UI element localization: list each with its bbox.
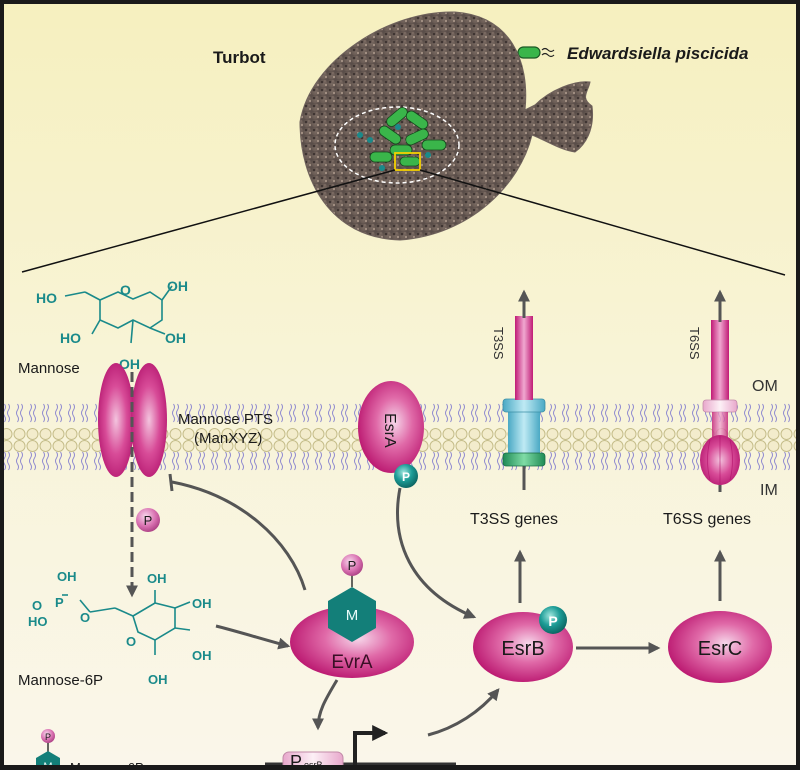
m6p-oh-4: OH [148,672,168,687]
esrc-protein [668,611,772,683]
bacteria-cluster [357,107,447,171]
m6p-ho: HO [28,614,48,629]
transcription-start-arrow [353,725,389,765]
m6p-oh-3: OH [192,648,212,663]
t3ss-genes-label: T3SS genes [470,511,558,528]
evra-protein [290,554,414,678]
t3ss-label: T3SS [491,327,506,360]
legend-phospho-label: P [45,732,51,742]
esrb-label: EsrB [501,638,544,660]
m6p-o-double: O [32,598,42,613]
turbot-label: Turbot [213,48,266,67]
infection-zone-outline [334,106,460,184]
esra-phospho-icon [394,464,418,488]
esrb-phospho-label: P [548,613,557,629]
bacterium-legend-icon [517,46,555,59]
mannose-ring-o: O [120,282,131,298]
m6p-ester-o: O [80,610,90,625]
evra-ligand-label: M [346,607,359,624]
esra-label: EsrA [381,413,398,448]
inhibition-bar [168,473,174,492]
t6ss-apparatus [700,289,740,492]
promoter-label: P [290,752,302,765]
mannose-6p-label: Mannose-6P [18,672,103,689]
mannose-ho-left: HO [60,330,81,346]
m6p-oh-1: OH [147,571,167,586]
phospho-transport-label: P [144,513,153,528]
esra-protein: EsrA [358,381,424,473]
esra-to-esrb-arrow [396,487,477,619]
mannose-oh-3: OH [119,356,140,372]
mannose-ho-top: HO [36,290,57,306]
evra-ligand-phospho-label: P [348,558,357,573]
t3ss-apparatus [502,289,546,490]
mannose-label: Mannose [18,360,80,377]
esrc-label: EsrC [698,638,742,660]
turbot-fish-image [299,11,594,241]
phospho-transport-icon [136,508,160,532]
m6p-ring-o: O [126,634,136,649]
m6p-to-evra-arrow [215,624,291,650]
m6p-phosphorus: P [55,595,64,610]
transcription-to-esrb-arrow [427,688,500,737]
pathogen-label: Edwardsiella piscicida [567,44,748,63]
mannose-6p-structure [62,590,191,655]
zoom-line-left [21,169,396,273]
mannose-pts-label: Mannose PTS [178,411,273,428]
zoom-region-box [394,152,421,171]
t6ss-label: T6SS [687,327,702,360]
evra-inhibits-pts-line [171,480,307,591]
esrb-phospho-icon [539,606,567,634]
manxyz-label: (ManXYZ) [194,430,262,447]
m6p-oh-2: OH [192,596,212,611]
evra-label: EvrA [331,652,373,673]
t6ss-genes-label: T6SS genes [663,511,751,528]
mannose-oh-2: OH [165,330,186,346]
mannose-structure [64,285,173,344]
m6p-oh-phosphate: OH [57,569,77,584]
promoter-subscript: esrB [304,760,323,765]
legend-ligand-label: Mannose-6P [70,760,144,765]
esra-phospho-label: P [402,470,410,484]
zoom-line-right [419,169,786,276]
outer-membrane-label: OM [752,378,778,395]
mannose-pts-transporter [98,363,167,598]
inner-membrane-label: IM [760,482,778,499]
evra-to-promoter-arrow [312,679,339,731]
mannose-oh-1: OH [167,278,188,294]
legend-ligand-symbol: M [43,761,52,765]
